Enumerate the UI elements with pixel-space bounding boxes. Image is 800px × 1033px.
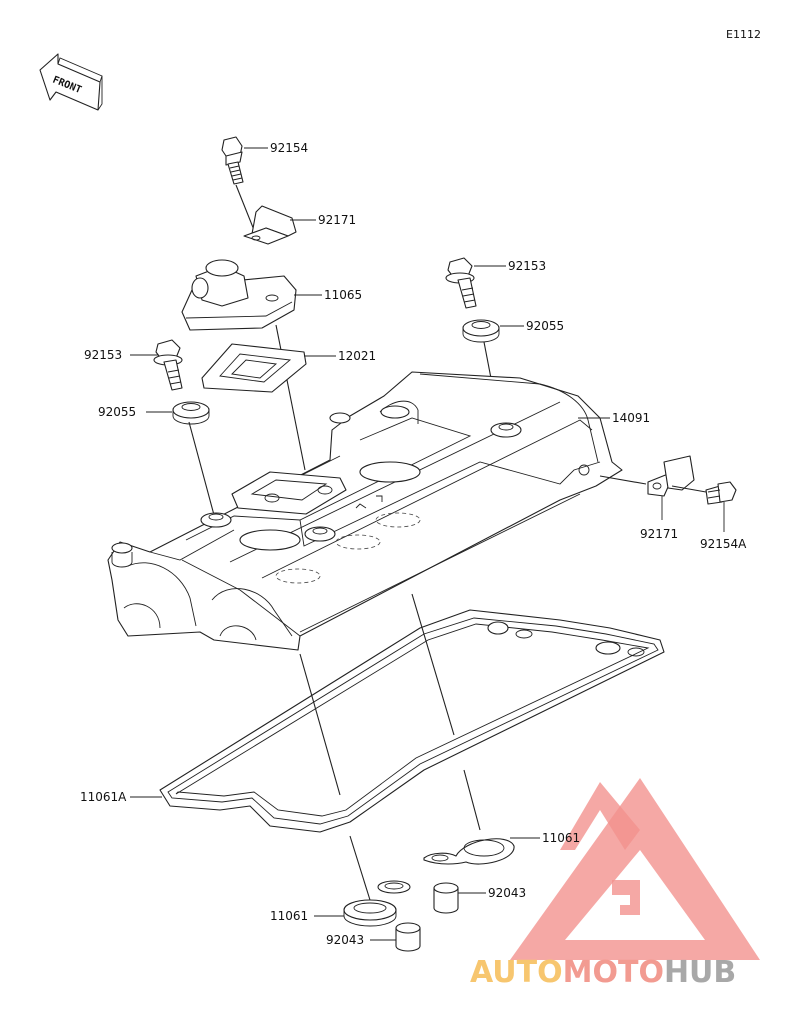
watermark-hub: HUB: [664, 955, 736, 990]
label-92043-left: 92043: [326, 933, 364, 947]
label-14091: 14091: [612, 411, 650, 425]
bracket-92171-top: [243, 205, 297, 245]
diagram-code: E1112: [726, 28, 761, 41]
label-92055-right: 92055: [526, 319, 564, 333]
front-arrow-icon: FRONT: [39, 53, 103, 111]
watermark-auto: AUTO: [470, 955, 563, 990]
bolt-92154A: [705, 481, 737, 505]
plug-seal-11061-left: [343, 880, 411, 927]
watermark-g-icon: [612, 880, 640, 915]
label-92043-right: 92043: [488, 886, 526, 900]
label-92154: 92154: [270, 141, 308, 155]
cylinder-head-cover-14091: [107, 371, 623, 651]
label-92055-left: 92055: [98, 405, 136, 419]
label-92171-right: 92171: [640, 527, 678, 541]
washer-92055-left: [172, 401, 210, 425]
breather-gasket-12021: [201, 343, 307, 393]
bracket-92171-right: [647, 455, 695, 497]
label-92171-top: 92171: [318, 213, 356, 227]
washer-92055-right: [462, 319, 500, 343]
watermark-m-icon: [560, 782, 640, 850]
label-12021: 12021: [338, 349, 376, 363]
label-11061-left: 11061: [270, 909, 308, 923]
label-92153-left: 92153: [84, 348, 122, 362]
label-92154A: 92154A: [700, 537, 747, 551]
bolt-92154: [221, 136, 244, 185]
head-cover-gasket-11061A: [159, 609, 665, 833]
svg-text:AUTOMOTOHUB: AUTOMOTOHUB: [470, 955, 736, 990]
plug-seal-11061-right: [423, 838, 515, 865]
breather-cover-11065: [181, 259, 297, 331]
bolt-92153-left: [153, 339, 183, 391]
dowel-pin-92043-left: [395, 922, 421, 952]
bolt-92153-right: [445, 257, 477, 309]
label-92153-right: 92153: [508, 259, 546, 273]
label-11061A: 11061A: [80, 790, 127, 804]
dowel-pin-92043-right: [433, 882, 459, 914]
watermark-logo: AUTOMOTOHUB: [470, 778, 760, 990]
label-11061-right: 11061: [542, 831, 580, 845]
leader-lines: [130, 147, 725, 941]
label-11065: 11065: [324, 288, 362, 302]
watermark-triangle-icon: [510, 778, 760, 960]
watermark-moto: MOTO: [563, 955, 664, 990]
